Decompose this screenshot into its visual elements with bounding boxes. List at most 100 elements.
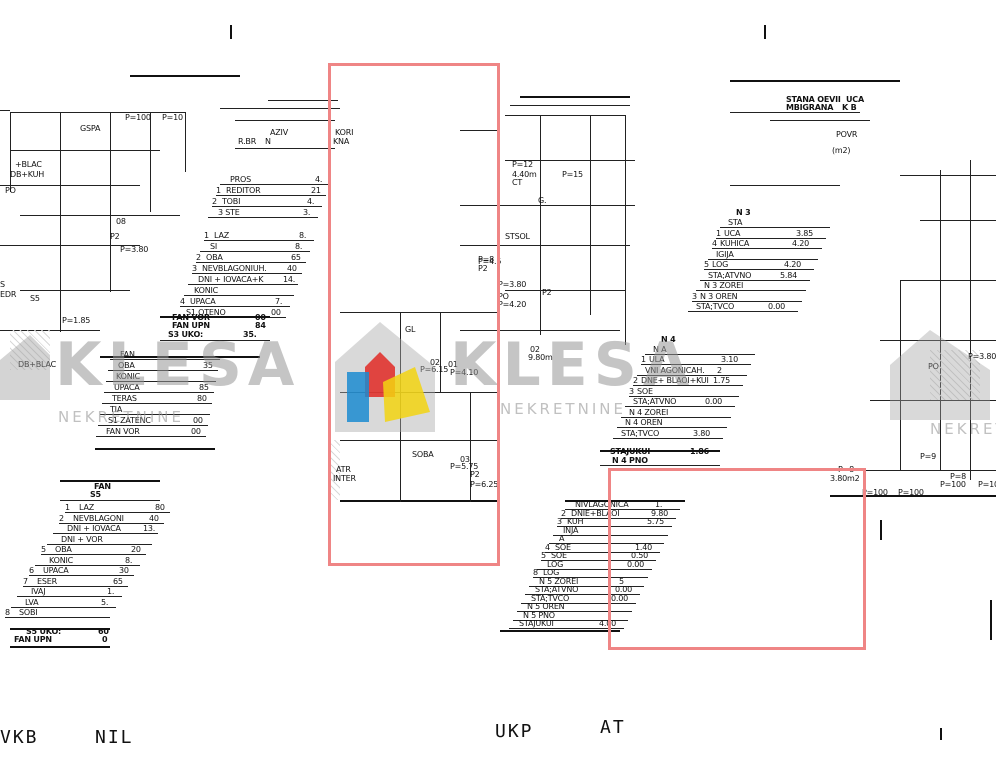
plan-label: 01	[448, 360, 458, 369]
plan-label: P=15	[562, 170, 583, 179]
row-number: 2	[59, 513, 64, 523]
plan-label: DB+BLAC	[18, 360, 56, 369]
room-name: FAN	[120, 350, 135, 359]
room-area: 7.	[275, 297, 283, 306]
room-area: 3.	[303, 208, 311, 217]
bottom-label-4: AT	[600, 717, 626, 738]
plan-label: P=100	[125, 113, 151, 122]
total-fan-vor-value: 00	[255, 313, 266, 322]
room-name: N 3 ZOREI	[704, 281, 744, 290]
plan-label: 9.80m	[528, 353, 553, 362]
room-name: KUH	[567, 517, 584, 526]
room-name: S1 ZATENC	[108, 416, 151, 425]
left-table-title: FAN	[94, 482, 111, 491]
room-area: 80	[155, 503, 165, 512]
plan-label: 02	[430, 358, 440, 367]
plan-label: P=6.15	[420, 365, 448, 374]
room-name: FAN VOR	[106, 427, 140, 436]
plan-label: DB+KUH	[10, 170, 45, 179]
table-header-kna: KNA	[333, 137, 350, 146]
total-s5-uko: S5 UKO:	[26, 627, 62, 636]
plan-label: P=9	[920, 452, 937, 461]
room-area: 1.75	[713, 376, 731, 385]
room-area: 0.50	[631, 551, 649, 560]
room-name: LVA	[25, 597, 39, 607]
plan-label: P=8	[950, 472, 967, 481]
room-name: STA;ATVNO	[535, 585, 579, 594]
room-name: UPACA	[43, 566, 69, 575]
row-number: 8	[533, 568, 538, 577]
room-area: 0.00	[615, 585, 633, 594]
bottom-label-1: VKB	[0, 727, 39, 748]
room-name: STA	[728, 218, 743, 227]
right-header-col: POVR	[836, 130, 858, 139]
plan-label: P2	[110, 232, 120, 241]
room-area: 2	[717, 365, 722, 375]
row-number: 5	[41, 545, 46, 554]
bottom-label-3: UKP	[495, 721, 534, 742]
row-number: 2	[196, 253, 201, 262]
plan-label: P=6.25	[470, 480, 499, 489]
room-area: 00	[193, 416, 203, 425]
row-number: 4	[180, 297, 185, 306]
plan-label: P=4.10	[450, 368, 479, 377]
room-name: SOBI	[19, 608, 38, 617]
room-name: IGIJA	[716, 249, 734, 259]
right-header-line2b: K B	[842, 103, 857, 112]
room-name: 3 STE	[218, 208, 240, 217]
room-name: N 5 PNO	[523, 610, 555, 620]
room-area: 4.	[315, 175, 323, 184]
plan-label: GL	[405, 325, 416, 334]
plan-label: P=8	[478, 255, 495, 264]
room-area: 40	[287, 264, 297, 273]
room-area: 4.20	[784, 260, 802, 269]
room-name: REDITOR	[226, 186, 261, 195]
room-name: KONIC	[116, 372, 141, 381]
plan-label: P=100	[940, 480, 966, 489]
row-number: 2	[633, 376, 638, 385]
room-area: 5	[619, 576, 624, 586]
room-area: 1.	[107, 587, 115, 596]
house-logo-icon	[0, 335, 50, 400]
room-name: SOE	[551, 551, 567, 560]
right-header-line1b: UCA	[846, 95, 864, 104]
room-area: 80	[197, 394, 207, 403]
room-name: N 4 OREN	[625, 418, 663, 427]
room-name: OBA	[55, 545, 72, 554]
room-name: DNI + IOVACA	[67, 524, 121, 533]
plan-label: +BLAC	[15, 160, 42, 169]
room-area: 4.	[307, 197, 315, 206]
right-header-line1: STANA OEVII	[786, 95, 841, 104]
room-area: 00	[271, 308, 281, 317]
room-name: S1 OTENO	[186, 308, 226, 317]
plan-label: ATR	[336, 465, 351, 474]
plan-label: P=3.80	[968, 352, 996, 361]
room-name: N 5 ZOREI	[539, 576, 579, 586]
plan-label: P2	[542, 288, 552, 297]
room-name: LOG	[712, 260, 729, 269]
row-number: 6	[29, 566, 34, 575]
room-name: UCA	[724, 228, 741, 238]
plan-label: P=5.75	[450, 462, 479, 471]
room-name: A	[559, 534, 565, 543]
room-name: ULA	[649, 355, 665, 364]
row-number: 1	[716, 228, 721, 238]
room-name: STA;TVCO	[531, 593, 570, 603]
room-name: STA;TVCO	[696, 302, 735, 311]
plan-label: P=100	[978, 480, 996, 489]
total-fan-upn-2: FAN UPN	[14, 635, 52, 644]
room-area: 4.20	[792, 239, 810, 248]
room-name: UPACA	[190, 297, 216, 306]
room-name: NEVBLAGONI	[73, 513, 124, 523]
total-fan-upn-2-value: 0	[102, 635, 108, 644]
watermark-text: KLESA	[55, 330, 301, 400]
plan-label: P2	[470, 470, 480, 479]
room-name: SOE	[555, 542, 571, 552]
plan-label: 4.40m	[512, 170, 537, 179]
total-s3-uko: S3 UKO:	[168, 330, 204, 339]
plan-label: INTER	[333, 474, 356, 483]
plan-label: P=12	[512, 160, 533, 169]
plan-label: P=4.5	[478, 257, 502, 266]
row-number: 4	[712, 239, 717, 248]
room-name: TERAS	[112, 394, 137, 403]
